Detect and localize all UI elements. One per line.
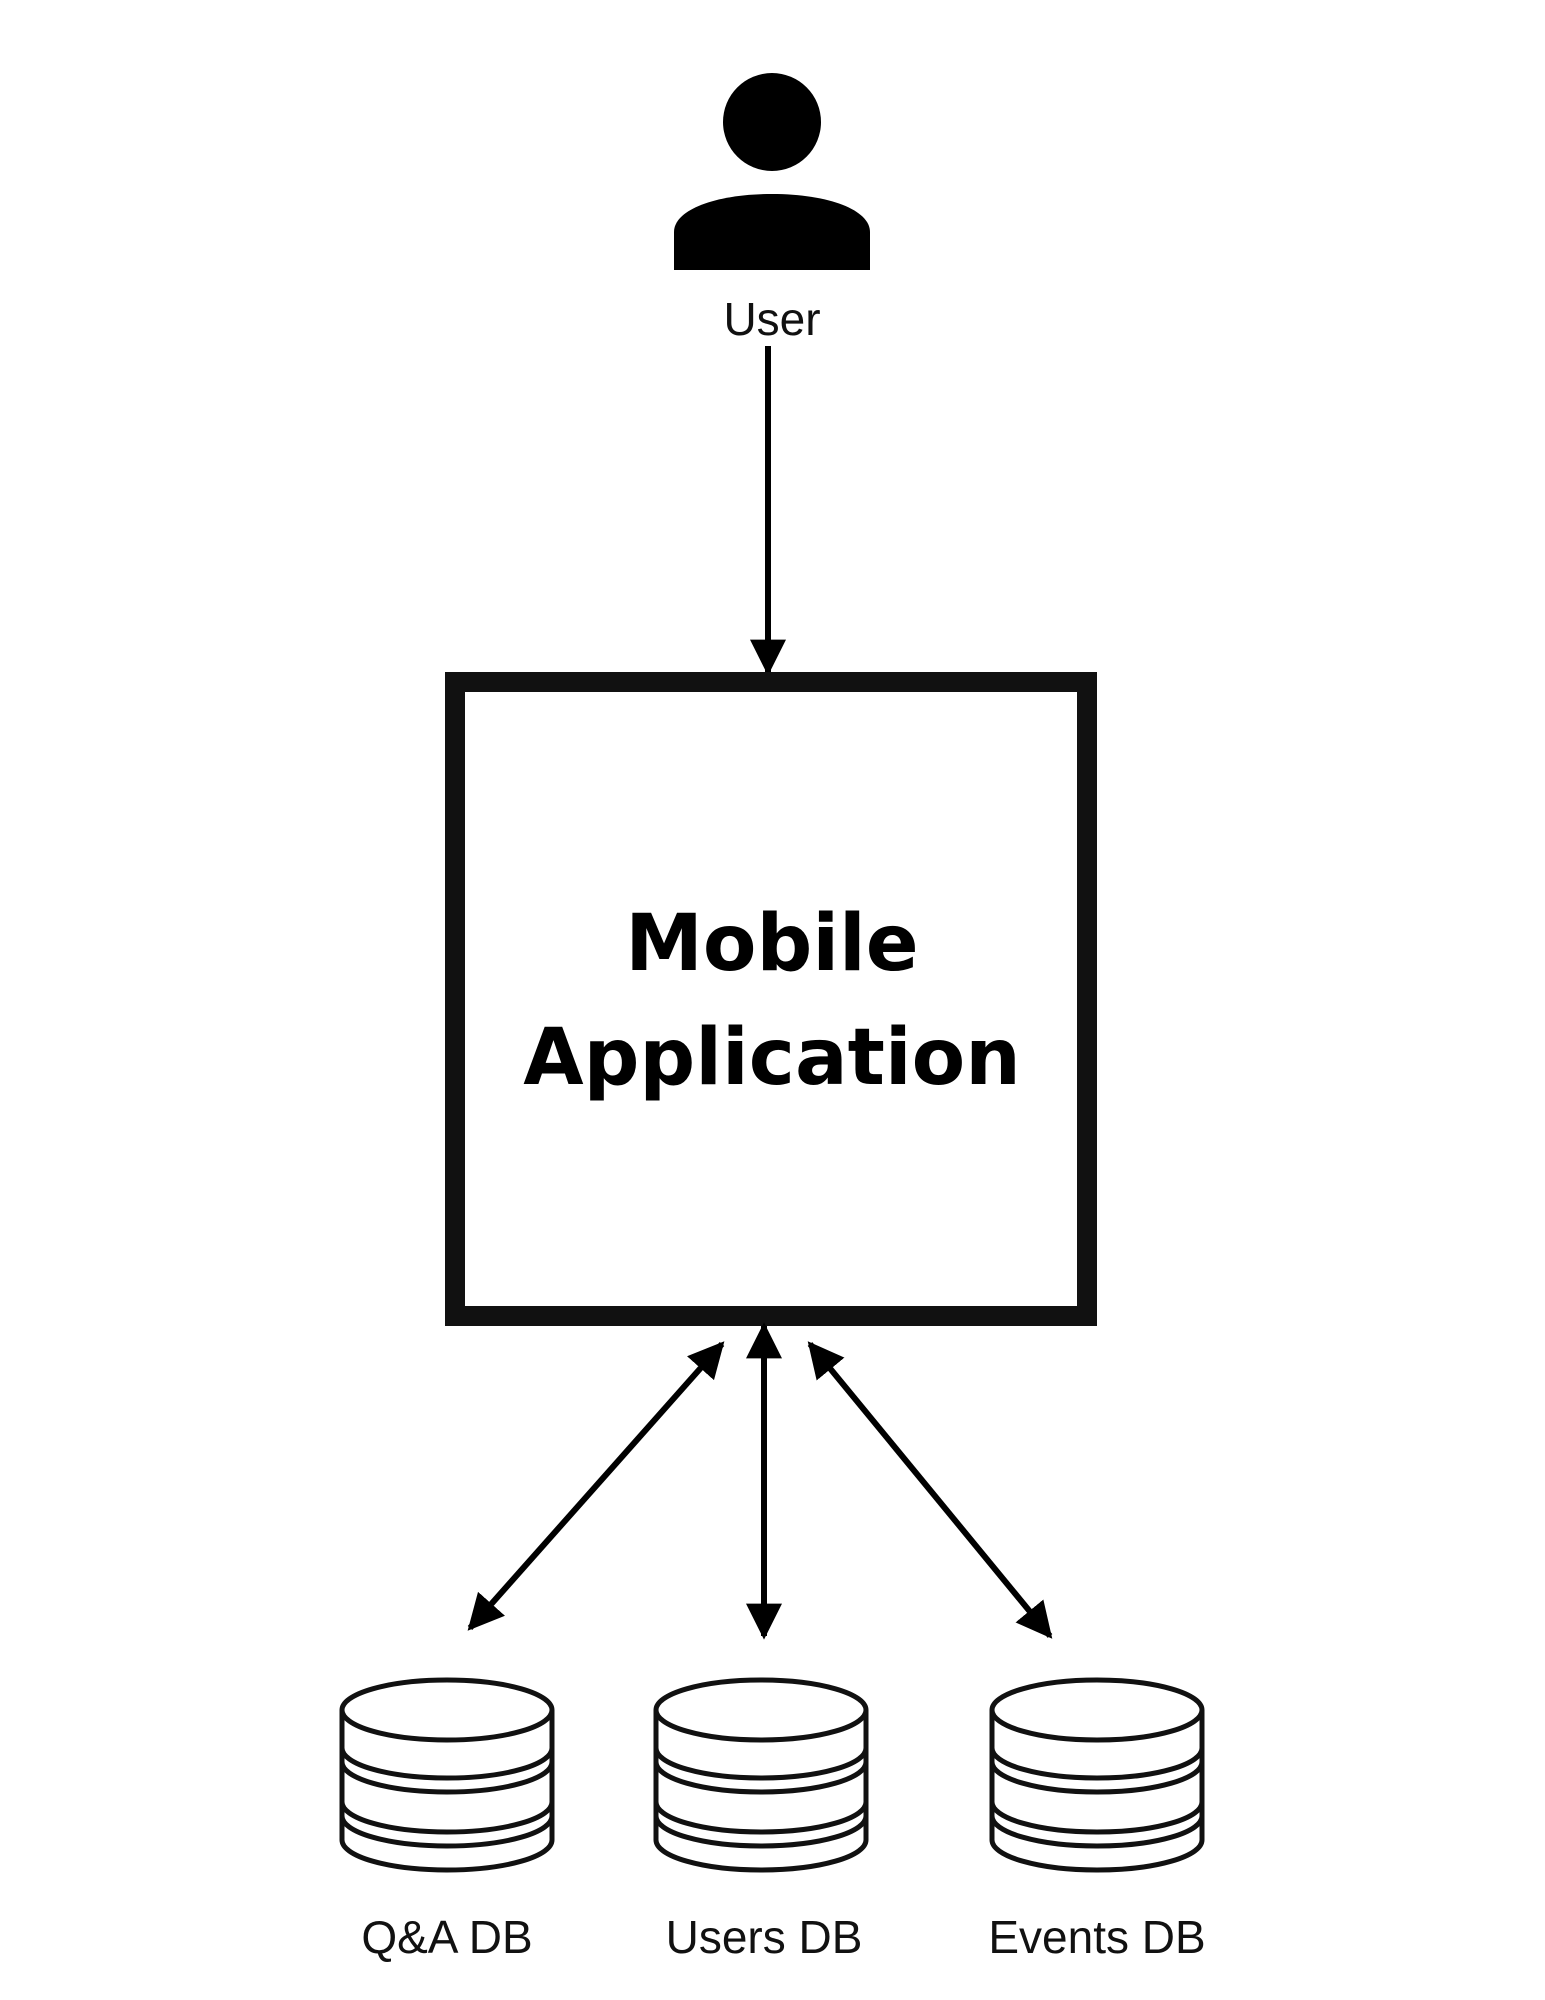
- mobile-application-title-line2: Application: [523, 1013, 1021, 1103]
- app-events-db-arrow: [807, 1341, 1053, 1639]
- qa-db-icon: [342, 1680, 552, 1870]
- events-db-label: Events DB: [988, 1911, 1205, 1963]
- user-label: User: [723, 293, 820, 345]
- users-db-icon: [656, 1680, 866, 1870]
- qa-db-label: Q&A DB: [361, 1911, 532, 1963]
- mobile-application-title-line1: Mobile: [625, 899, 918, 989]
- user-icon: [674, 73, 870, 270]
- events-db-icon: [992, 1680, 1202, 1870]
- mobile-application-box: [445, 672, 1097, 1326]
- app-qa-db-arrow: [467, 1341, 725, 1631]
- users-db-label: Users DB: [666, 1911, 863, 1963]
